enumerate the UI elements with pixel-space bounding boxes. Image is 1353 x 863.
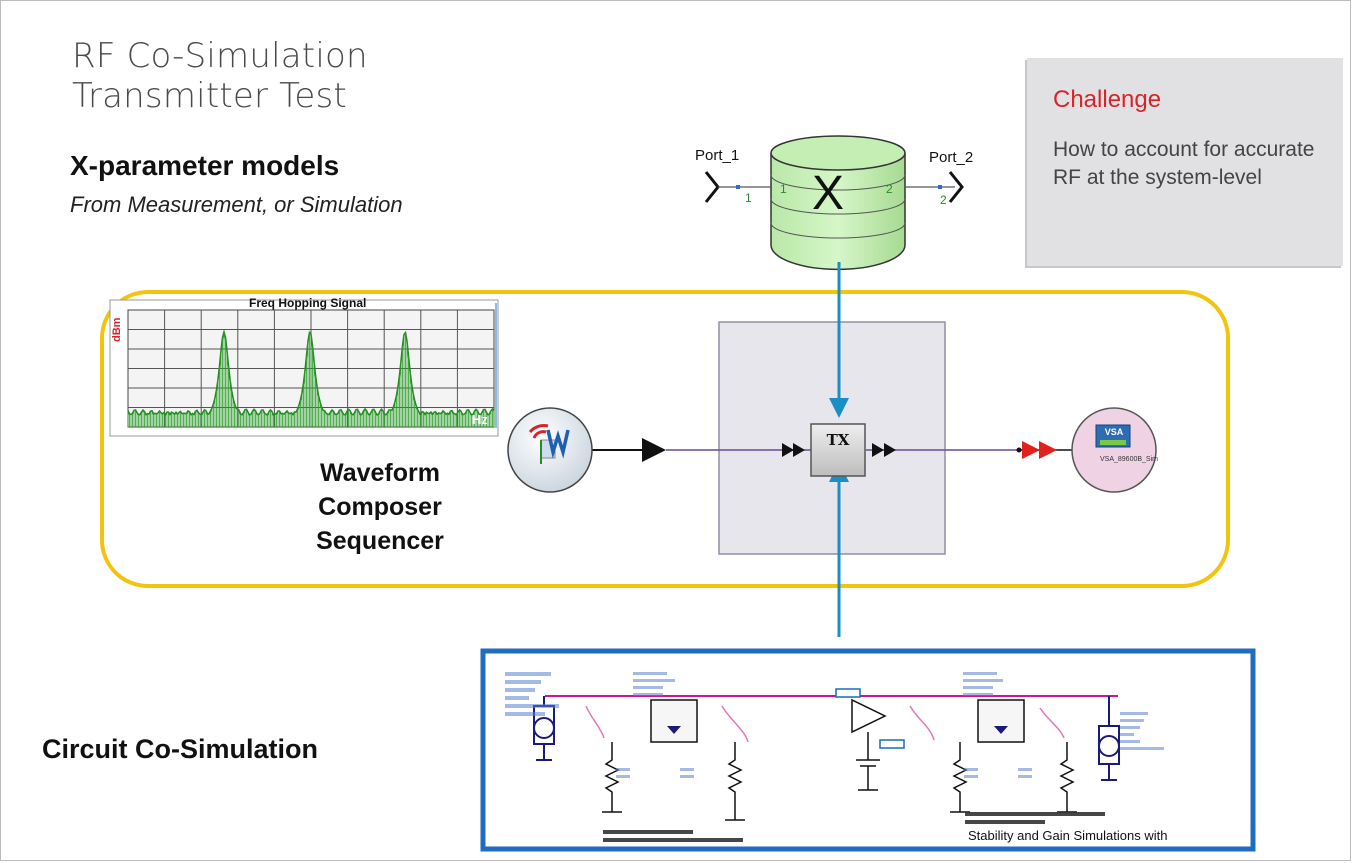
waveform-label-line-3: Sequencer: [316, 527, 444, 555]
circuit-note: Stability and Gain Simulations with: [968, 828, 1168, 843]
xparam-symbol: X: [812, 167, 845, 220]
waveform-source-icon: [507, 407, 593, 493]
waveform-loop-border: [100, 290, 1230, 588]
circuit-cosim-label: Circuit Co-Simulation: [42, 734, 318, 764]
tx-block-label: TX: [826, 431, 850, 449]
svg-text:1: 1: [780, 182, 787, 196]
tx-block: [810, 423, 866, 477]
xparam-subheading: From Measurement, or Simulation: [70, 192, 403, 217]
svg-text:2: 2: [886, 182, 893, 196]
svg-text:2: 2: [940, 193, 947, 207]
xparam-heading: X-parameter models: [70, 150, 340, 181]
challenge-title: Challenge: [1053, 86, 1162, 113]
waveform-label-line-1: Waveform: [320, 459, 440, 487]
vsa-sink-icon: VSA_89600B_Sim: [1071, 407, 1158, 493]
waveform-label-line-2: Composer: [318, 493, 442, 521]
svg-text:1: 1: [745, 191, 752, 205]
signal-path: [592, 438, 1072, 462]
spectrum-ylabel: dBm: [111, 317, 123, 342]
spectrum-xlabel: Hz: [472, 412, 488, 427]
title-line-1: RF Co-Simulation: [72, 36, 368, 76]
svg-text:VSA_89600B_Sim: VSA_89600B_Sim: [1100, 456, 1158, 463]
port-2-label: Port_2: [929, 149, 974, 166]
title-line-2: Transmitter Test: [72, 76, 347, 116]
spectrum-title: Freq Hopping Signal: [249, 296, 367, 310]
circuit-schematic: [480, 648, 1256, 852]
port-1-connector: 1: [704, 171, 771, 205]
vsa-label: VSA: [1104, 427, 1124, 437]
port-1-label: Port_1: [695, 147, 740, 164]
slide-title: RF Co-Simulation Transmitter Test: [72, 36, 368, 116]
xparam-to-tx-arrow: [829, 262, 849, 418]
freq-hopping-spectrum: [109, 299, 499, 437]
challenge-body: How to account for accurate RF at the sy…: [1053, 138, 1315, 189]
port-2-connector: 2: [905, 171, 964, 207]
waveform-composer-label: Waveform Composer Sequencer: [290, 456, 470, 558]
challenge-callout: Challenge How to account for accurate RF…: [1027, 58, 1343, 266]
